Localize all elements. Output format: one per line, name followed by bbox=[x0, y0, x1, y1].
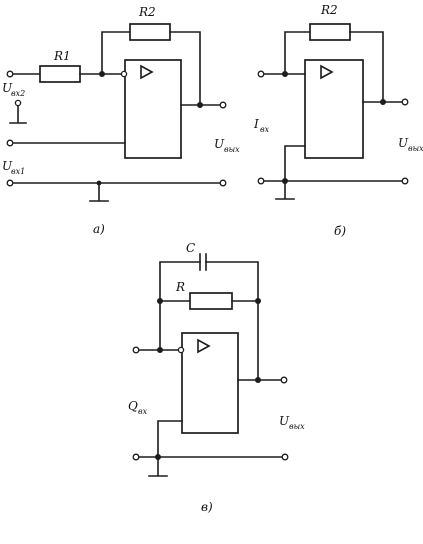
node-a-output bbox=[197, 102, 203, 108]
resistor-r-c bbox=[189, 292, 233, 310]
node-c-feedback-left bbox=[157, 298, 163, 304]
circuit-a: R2 R1 U вх2 U вых U вх1 a) bbox=[2, 5, 240, 236]
node-c-feedback-right bbox=[255, 298, 261, 304]
terminal-b-rail-in bbox=[257, 177, 265, 185]
terminal-c-rail-in bbox=[132, 453, 140, 461]
r2-b-right-lead bbox=[349, 31, 384, 103]
r2-a-right-lead bbox=[169, 31, 201, 106]
terminal-a-in2 bbox=[6, 70, 14, 78]
terminal-b-out bbox=[401, 98, 409, 106]
opamp-a-inverting-input bbox=[120, 70, 128, 78]
r1-a-label: R1 bbox=[53, 49, 71, 63]
in2-a-subscript: вх2 bbox=[11, 89, 25, 98]
in1-a-subscript: вх1 bbox=[11, 167, 25, 176]
out-c-label: U bbox=[279, 414, 290, 428]
r2-b-label: R2 bbox=[320, 3, 338, 17]
terminal-c-out bbox=[280, 376, 288, 384]
terminal-b-rail-out bbox=[401, 177, 409, 185]
opamp-b-triangle-icon bbox=[320, 64, 334, 80]
resistor-r1-a bbox=[39, 65, 81, 83]
terminal-c-in bbox=[132, 346, 140, 354]
out-b-label: U bbox=[398, 136, 409, 150]
noninv-b-lead bbox=[284, 145, 306, 182]
r2-a-label: R2 bbox=[138, 5, 156, 19]
terminal-a-noninv bbox=[6, 139, 14, 147]
out-a-label: U bbox=[214, 137, 225, 151]
in-c-label: Q bbox=[128, 399, 138, 413]
in2-a-label: U bbox=[2, 81, 13, 95]
node-c-inverting bbox=[157, 347, 163, 353]
caption-a: a) bbox=[93, 222, 105, 236]
in-c-subscript: вх bbox=[138, 407, 148, 416]
in-b-subscript: вх bbox=[260, 125, 270, 134]
terminal-a-in1 bbox=[6, 179, 14, 187]
opamp-b bbox=[304, 59, 364, 159]
cap-c-right-lead bbox=[205, 261, 259, 381]
cap-c-left-lead bbox=[159, 261, 201, 351]
out-c-subscript: вых bbox=[289, 422, 305, 431]
r2-a-left-lead bbox=[101, 31, 131, 75]
resistor-r2-b bbox=[309, 23, 351, 41]
c-label: C bbox=[186, 241, 195, 255]
terminal-a-rail-out bbox=[219, 179, 227, 187]
caption-b: б) bbox=[334, 224, 346, 238]
opamp-a bbox=[124, 59, 182, 159]
circuit-c: C R Q вх U вых в) bbox=[128, 241, 305, 514]
node-c-output bbox=[255, 377, 261, 383]
circuit-b: R2 I вх U вых б) bbox=[253, 3, 423, 238]
in1-a-label: U bbox=[2, 159, 13, 173]
out-a-subscript: вых bbox=[224, 145, 240, 154]
opamp-c bbox=[181, 332, 239, 434]
out-b-subscript: вых bbox=[408, 144, 423, 153]
r-label: R bbox=[175, 280, 185, 294]
node-a-inverting bbox=[99, 71, 105, 77]
r2-b-left-lead bbox=[284, 31, 311, 75]
opamp-c-triangle-icon bbox=[197, 338, 211, 354]
terminal-b-in bbox=[257, 70, 265, 78]
caption-c: в) bbox=[201, 500, 213, 514]
terminal-a-out bbox=[219, 101, 227, 109]
resistor-r2-a bbox=[129, 23, 171, 41]
node-b-inverting bbox=[282, 71, 288, 77]
terminal-a-ground-stub bbox=[14, 99, 22, 107]
noninv-c-lead bbox=[157, 420, 183, 458]
opamp-c-inverting-input bbox=[177, 346, 185, 354]
node-b-output bbox=[380, 99, 386, 105]
in-b-label: I bbox=[253, 117, 259, 131]
terminal-c-rail-out bbox=[281, 453, 289, 461]
opamp-a-triangle-icon bbox=[140, 64, 154, 80]
